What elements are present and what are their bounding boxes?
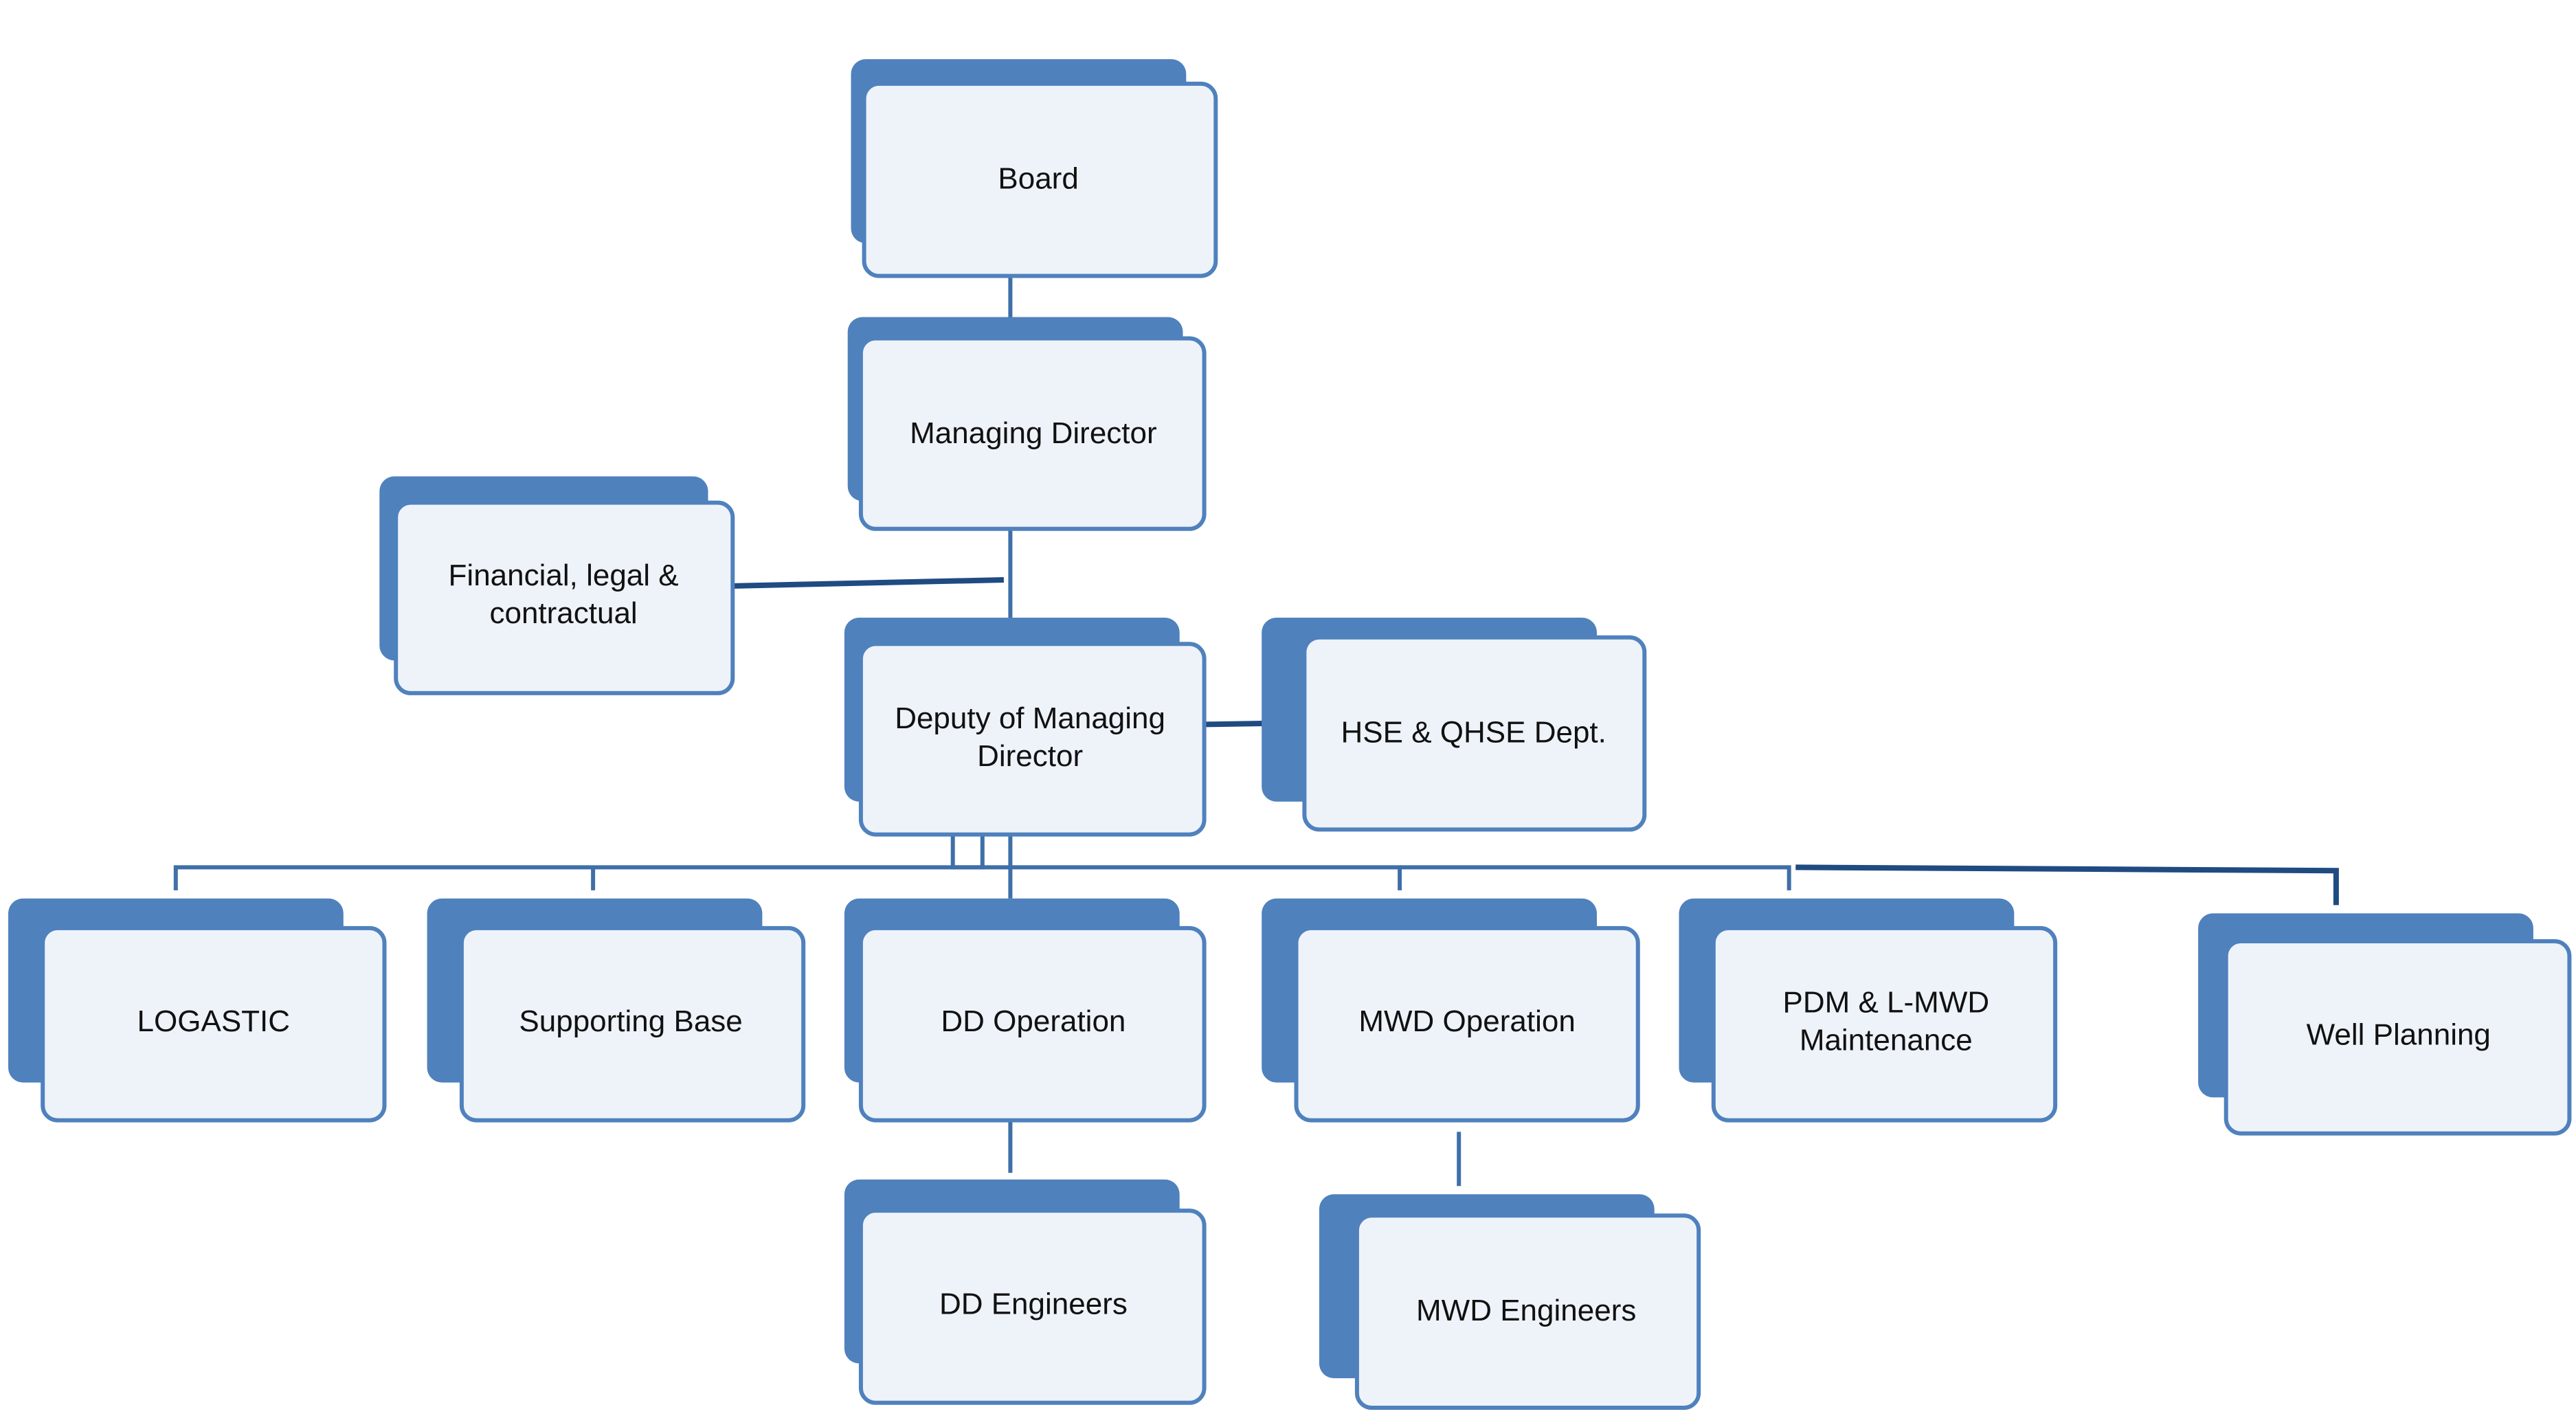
node-well-planning: Well Planning (2198, 913, 2572, 1136)
connectors (173, 243, 2339, 1187)
node-hse-box (1302, 635, 1647, 832)
node-pdm-box (1711, 925, 2058, 1123)
node-dd-operation: DD Operation (844, 898, 1207, 1123)
node-managing-director-label: Managing Director (910, 416, 1157, 450)
node-pdm-label: Maintenance (1800, 1024, 1973, 1057)
node-mwd-engineers-label: MWD Engineers (1416, 1294, 1636, 1327)
node-logastic: LOGASTIC (8, 898, 387, 1123)
connector-deputy-to-mwd-operation (1010, 865, 1402, 890)
node-board: Board (851, 59, 1218, 278)
node-dd-operation-label: DD Operation (941, 1004, 1125, 1038)
node-board-box (862, 81, 1218, 278)
node-hse-label: HSE & QHSE Dept. (1341, 715, 1606, 749)
node-supporting-base: Supporting Base (427, 898, 806, 1123)
node-dd-engineers-label: DD Engineers (939, 1287, 1128, 1321)
node-managing-director-box (858, 336, 1207, 531)
node-dd-engineers: DD Engineers (844, 1179, 1207, 1405)
node-mwd-engineers-box (1354, 1213, 1701, 1411)
node-pdm-label: PDM & L-MWD (1782, 986, 1989, 1020)
node-deputy-label: Deputy of Managing (895, 701, 1165, 735)
node-financial-label: contractual (489, 596, 637, 630)
node-financial-label: Financial, legal & (449, 559, 679, 592)
node-dd-operation-box (858, 925, 1207, 1123)
node-mwd-engineers: MWD Engineers (1319, 1194, 1701, 1411)
node-logastic-box (41, 925, 387, 1123)
connector-deputy-to-pdm (1400, 865, 1791, 890)
node-pdm: PDM & L-MWD Maintenance (1679, 898, 2058, 1123)
node-mwd-operation-label: MWD Operation (1358, 1004, 1575, 1038)
node-financial-box (394, 500, 735, 695)
node-deputy-label: Director (977, 739, 1083, 773)
node-deputy-box (858, 642, 1207, 837)
node-well-planning-label: Well Planning (2307, 1018, 2491, 1051)
connector-bracket (950, 809, 985, 870)
node-financial: Financial, legal & contractual (379, 476, 735, 695)
connector-managing-director-to-financial (711, 577, 1004, 589)
node-hse: HSE & QHSE Dept. (1262, 618, 1647, 832)
node-mwd-operation-box (1294, 925, 1640, 1123)
node-managing-director: Managing Director (847, 317, 1207, 531)
node-supporting-base-label: Supporting Base (519, 1004, 742, 1038)
node-well-planning-box (2224, 939, 2572, 1136)
node-mwd-operation: MWD Operation (1262, 898, 1640, 1123)
connector-deputy-to-well-planning (1795, 864, 2339, 906)
node-supporting-base-box (459, 925, 806, 1123)
node-logastic-label: LOGASTIC (137, 1004, 291, 1038)
node-board-label: Board (998, 162, 1078, 196)
node-dd-engineers-box (858, 1209, 1207, 1405)
